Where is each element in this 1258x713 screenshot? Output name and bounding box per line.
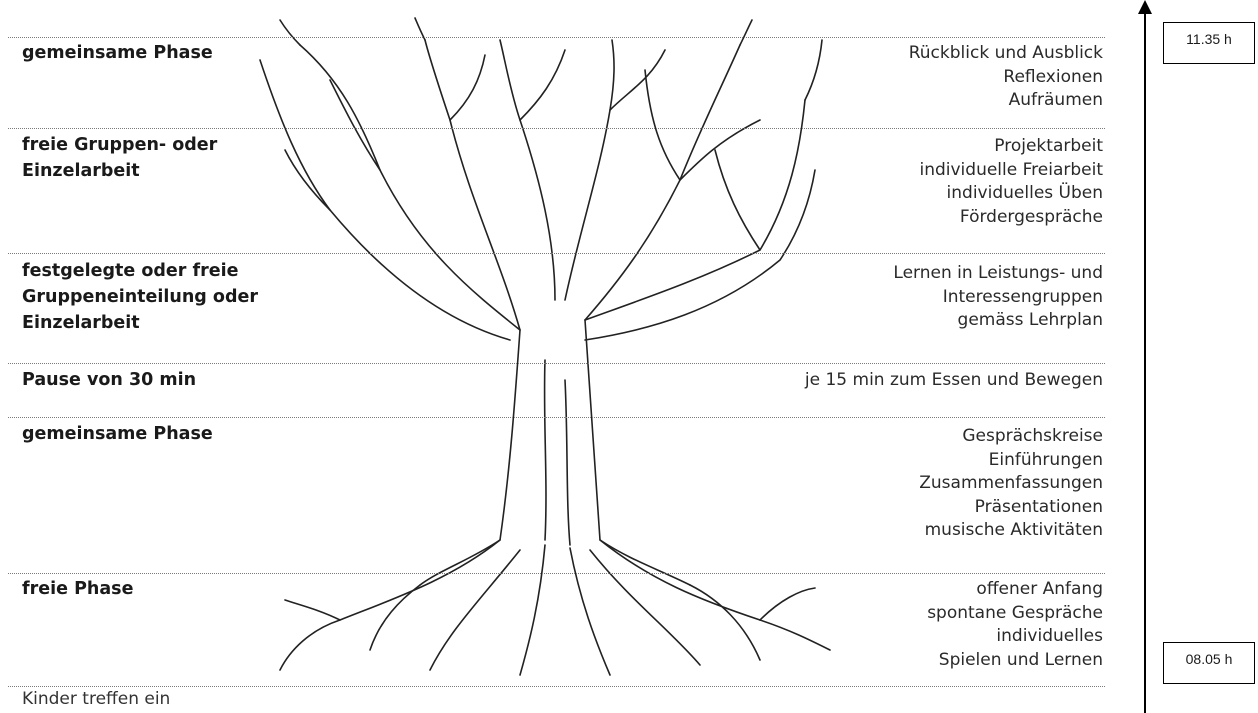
phase-title-line: Pause von 30 min (22, 367, 196, 393)
phase-detail: Zusammenfassungen (919, 472, 1103, 496)
phase-detail: musische Aktivitäten (919, 519, 1103, 543)
phase-title: gemeinsame Phase (22, 421, 213, 447)
phase-detail: Aufräumen (909, 89, 1103, 113)
phase-title-line: Gruppeneinteilung oder (22, 284, 258, 310)
timeline-axis (1144, 10, 1146, 713)
phase-detail: Spielen und Lernen (927, 649, 1103, 673)
phase-title-line: gemeinsame Phase (22, 40, 213, 66)
phase-details: offener Anfang spontane Gespräche indivi… (927, 578, 1103, 672)
phase-details: Lernen in Leistungs- und Interessengrupp… (893, 262, 1103, 333)
footer-caption: Kinder treffen ein (22, 689, 170, 709)
phase-detail: Projektarbeit (919, 135, 1103, 159)
phase-title: freie Phase (22, 576, 133, 602)
phase-title-line: Einzelarbeit (22, 310, 258, 336)
phase-details: Rückblick und Ausblick Reflexionen Aufrä… (909, 42, 1103, 113)
phase-detail: gemäss Lehrplan (893, 309, 1103, 333)
phase-title-line: festgelegte oder freie (22, 258, 258, 284)
phase-details: je 15 min zum Essen und Bewegen (805, 369, 1103, 393)
phase-separator-line (8, 363, 1105, 364)
phase-separator-line (8, 417, 1105, 418)
phase-detail: Interessengruppen (893, 286, 1103, 310)
phase-detail: Einführungen (919, 449, 1103, 473)
phase-detail: Präsentationen (919, 496, 1103, 520)
phase-detail: individuelles Üben (919, 182, 1103, 206)
phase-title-line: Einzelarbeit (22, 158, 217, 184)
phase-separator-line (8, 686, 1105, 687)
phase-title-line: freie Gruppen- oder (22, 132, 217, 158)
phase-detail: offener Anfang (927, 578, 1103, 602)
phase-title: freie Gruppen- oder Einzelarbeit (22, 132, 217, 184)
phase-detail: Lernen in Leistungs- und (893, 262, 1103, 286)
phase-detail: Fördergespräche (919, 206, 1103, 230)
phase-detail: Reflexionen (909, 66, 1103, 90)
phase-separator-line (8, 128, 1105, 129)
start-time-box: 08.05 h (1163, 642, 1255, 684)
phase-separator-line (8, 37, 1105, 38)
phase-detail: spontane Gespräche (927, 602, 1103, 626)
phase-details: Projektarbeit individuelle Freiarbeit in… (919, 135, 1103, 229)
phase-title-line: gemeinsame Phase (22, 421, 213, 447)
phase-details: Gesprächskreise Einführungen Zusammenfas… (919, 425, 1103, 543)
end-time-box: 11.35 h (1163, 22, 1255, 64)
phase-title: Pause von 30 min (22, 367, 196, 393)
phase-detail: Rückblick und Ausblick (909, 42, 1103, 66)
phase-separator-line (8, 573, 1105, 574)
phase-detail: individuelles (927, 625, 1103, 649)
phase-title: festgelegte oder freie Gruppeneinteilung… (22, 258, 258, 336)
phase-detail: Gesprächskreise (919, 425, 1103, 449)
phase-title-line: freie Phase (22, 576, 133, 602)
phase-separator-line (8, 253, 1105, 254)
phase-detail: individuelle Freiarbeit (919, 159, 1103, 183)
phase-detail: je 15 min zum Essen und Bewegen (805, 369, 1103, 393)
phase-title: gemeinsame Phase (22, 40, 213, 66)
